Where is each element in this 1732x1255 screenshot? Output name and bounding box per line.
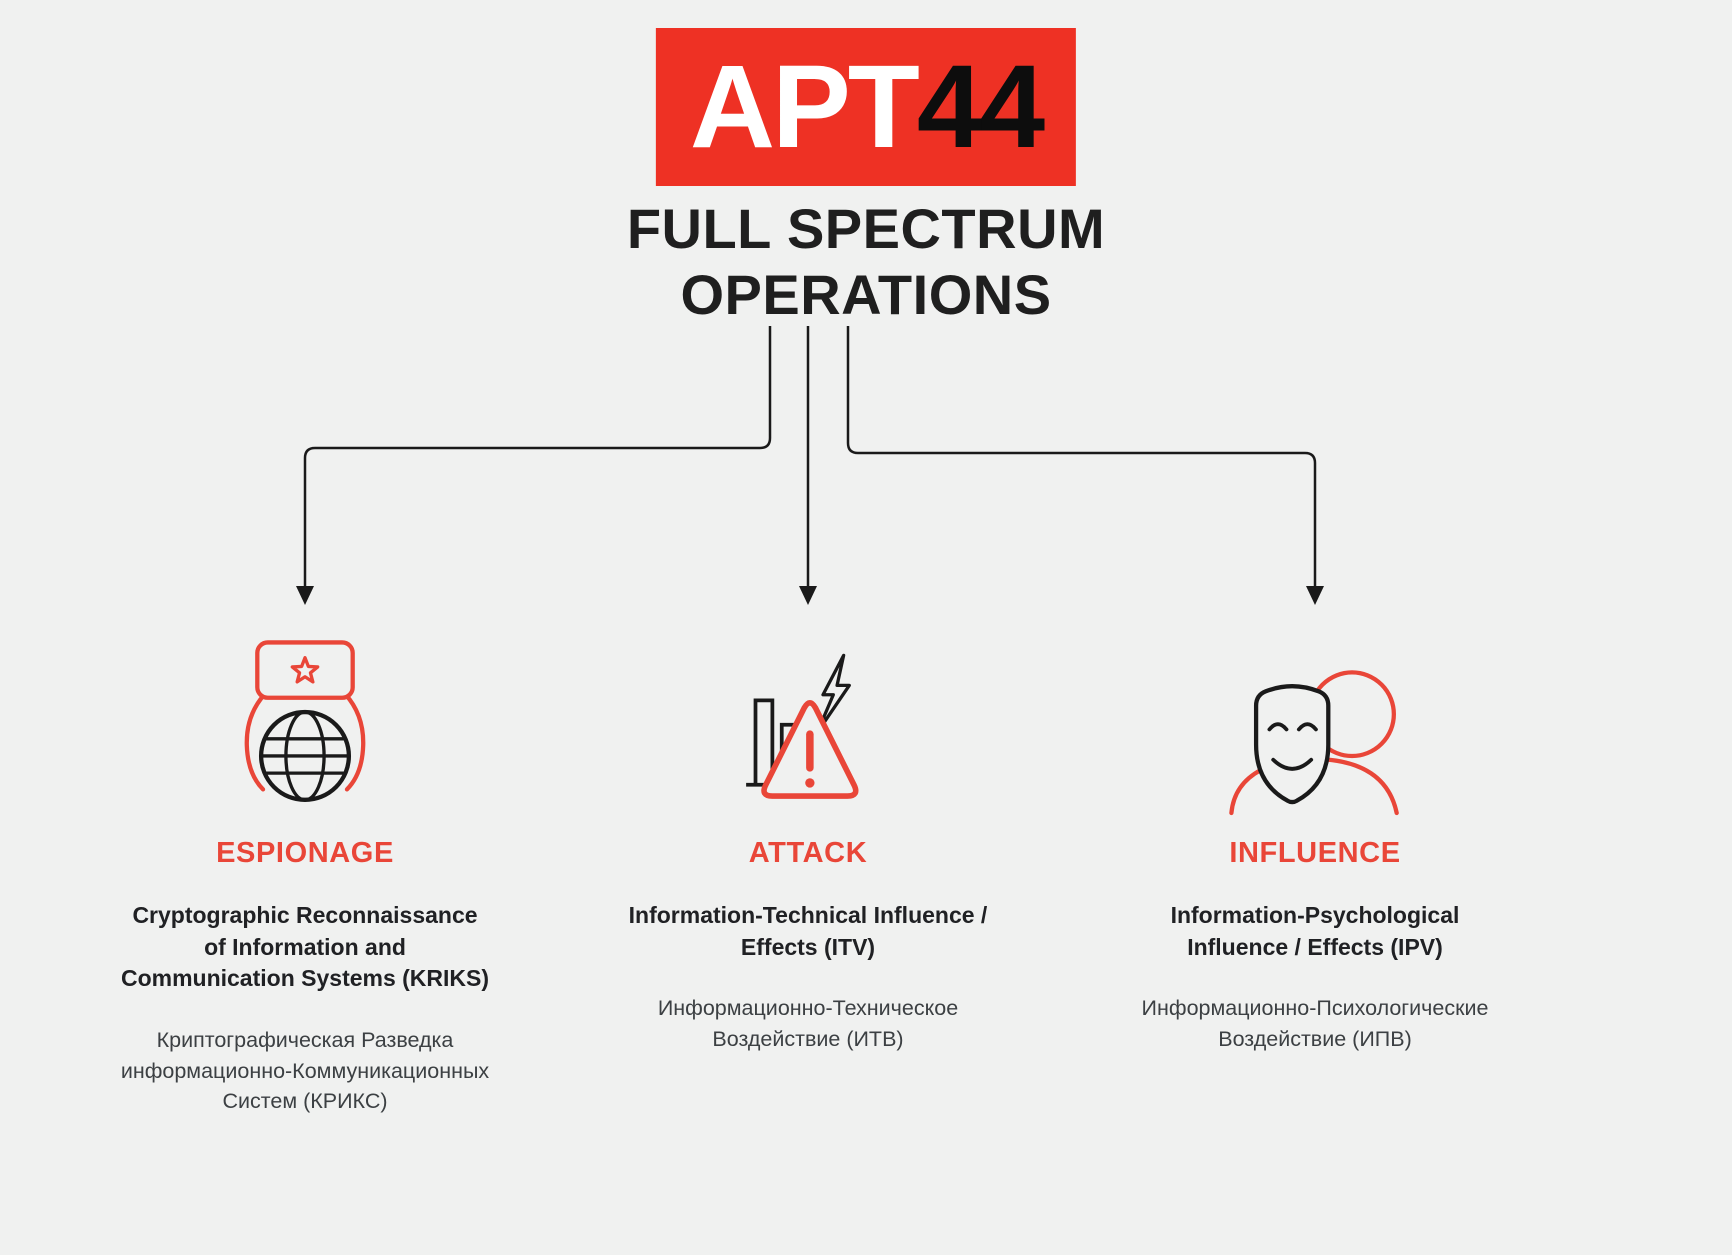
column-attack: ATTACK Information-Technical Influence /… [578, 622, 1038, 1055]
influence-label-en: Information-Psychological Influence / Ef… [1170, 902, 1460, 960]
logo-44-text: 44 [916, 41, 1045, 173]
connector-right [846, 326, 1317, 588]
arrowheads [296, 586, 1324, 605]
attack-label-en: Information-Technical Influence / Effect… [628, 902, 988, 960]
influence-label-ru: Информационно-Психологические Воздействи… [1141, 996, 1489, 1051]
diagram-title: FULL SPECTRUM OPERATIONS [0, 196, 1732, 327]
attack-label-ru: Информационно-Техническое Воздействие (И… [657, 996, 959, 1051]
influence-mask-icon [1229, 670, 1399, 816]
column-espionage: ESPIONAGE Cryptographic Reconnaissance o… [75, 622, 535, 1117]
influence-heading: INFLUENCE [1229, 837, 1401, 869]
espionage-label-ru: Криптографическая Разведка информационно… [120, 1028, 490, 1114]
attack-heading: ATTACK [748, 837, 868, 869]
column-influence: INFLUENCE Information-Psychological Infl… [1085, 622, 1545, 1055]
connector-left [303, 326, 772, 588]
logo-apt-text: APT [689, 41, 920, 173]
title-line-1: FULL SPECTRUM [626, 197, 1106, 260]
attack-icon-box [578, 622, 1038, 817]
connector-arrows [296, 326, 1324, 605]
attack-warning-icon [746, 653, 859, 799]
spy-globe-icon [244, 640, 366, 802]
influence-icon-box [1085, 622, 1545, 817]
espionage-icon-box [75, 622, 535, 817]
espionage-heading: ESPIONAGE [216, 837, 394, 869]
title-line-2: OPERATIONS [680, 262, 1052, 326]
espionage-label-en: Cryptographic Reconnaissance of Informat… [120, 902, 490, 992]
